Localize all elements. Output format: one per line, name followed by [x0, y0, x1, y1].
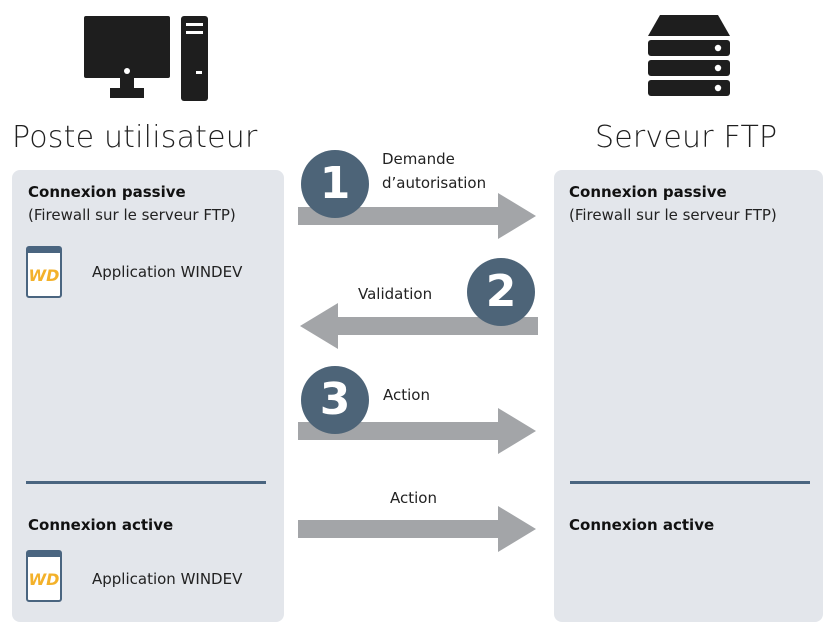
windev-app-icon: WD: [26, 550, 62, 602]
server-divider: [570, 481, 810, 484]
windev-app-icon: WD: [26, 246, 62, 298]
client-divider: [26, 481, 266, 484]
step-1-badge: 1: [301, 150, 369, 218]
computer-icon: [84, 16, 208, 101]
client-active-heading: Connexion active: [28, 516, 174, 534]
server-panel: [554, 170, 823, 622]
step-1-label-line1: Demande: [382, 150, 455, 168]
arrow-right-step-1: [298, 193, 536, 239]
windev-logo: WD: [29, 266, 60, 285]
server-active-heading: Connexion active: [569, 516, 715, 534]
arrow-left-step-2: [300, 303, 538, 349]
client-passive-app-label: Application WINDEV: [92, 263, 243, 281]
windev-logo: WD: [29, 570, 60, 589]
server-title: Serveur FTP: [595, 120, 778, 155]
server-passive-heading: Connexion passive: [569, 183, 727, 201]
client-title: Poste utilisateur: [12, 120, 258, 155]
step-2-badge: 2: [467, 258, 535, 326]
server-passive-subtitle: (Firewall sur le serveur FTP): [569, 206, 777, 224]
step-3-number: 3: [319, 374, 351, 425]
client-panel: [12, 170, 284, 622]
step-1-label-line2: d’autorisation: [382, 174, 487, 192]
step-2-number: 2: [485, 266, 517, 317]
server-icon: [648, 15, 730, 96]
step-2-label: Validation: [358, 285, 433, 303]
client-active-app-label: Application WINDEV: [92, 570, 243, 588]
step-3-badge: 3: [301, 366, 369, 434]
arrow-right-active: [298, 506, 536, 552]
active-arrow-label: Action: [390, 489, 437, 507]
step-1-number: 1: [319, 158, 351, 209]
step-3-label: Action: [383, 386, 430, 404]
client-passive-heading: Connexion passive: [28, 183, 186, 201]
arrow-right-step-3: [298, 408, 536, 454]
client-passive-subtitle: (Firewall sur le serveur FTP): [28, 206, 236, 224]
